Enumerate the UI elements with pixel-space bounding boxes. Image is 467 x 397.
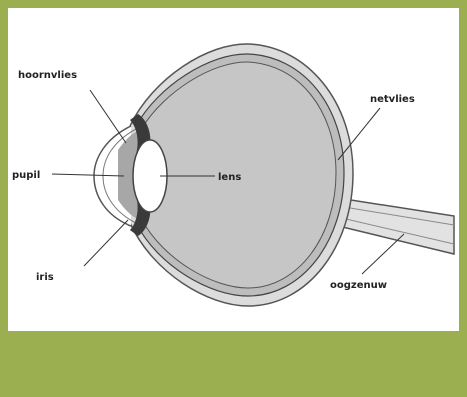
cornea-leader: [90, 90, 126, 143]
label-iris: iris: [36, 272, 54, 283]
iris-leader: [84, 220, 128, 266]
eye-cross-section: hoornvlies pupil lens iris netvlies oogz…: [8, 8, 459, 331]
label-cornea: hoornvlies: [18, 70, 77, 81]
optic-nerve-leader: [362, 234, 404, 274]
eye-diagram: hoornvlies pupil lens iris netvlies oogz…: [8, 8, 459, 331]
label-retina: netvlies: [370, 94, 415, 105]
label-pupil: pupil: [12, 170, 40, 181]
label-lens: lens: [218, 172, 241, 183]
caption-band: [0, 331, 467, 397]
label-optic-nerve: oogzenuw: [330, 280, 387, 291]
